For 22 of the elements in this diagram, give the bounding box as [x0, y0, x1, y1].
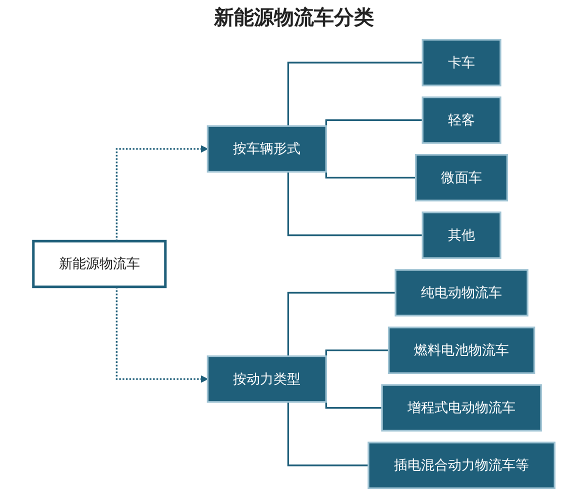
connector [287, 402, 368, 466]
node-box: 卡车 [422, 38, 502, 86]
node-box: 轻客 [422, 96, 502, 144]
connector [325, 170, 416, 179]
node-box: 按动力类型 [206, 355, 327, 403]
node-box: 新能源物流车 [32, 240, 167, 288]
diagram-title: 新能源物流车分类 [212, 4, 375, 31]
arrow [116, 286, 208, 383]
arrow [116, 145, 208, 242]
connector [287, 172, 423, 236]
node-box: 按车辆形式 [206, 125, 327, 173]
connector [287, 62, 423, 126]
node-box: 增程式电动物流车 [381, 384, 542, 432]
node-box: 插电混合动力物流车等 [368, 442, 556, 490]
node-box: 纯电动物流车 [394, 269, 528, 316]
node-box: 燃料电池物流车 [388, 326, 536, 374]
node-box: 其他 [422, 212, 502, 259]
connector [287, 292, 396, 356]
connector [325, 119, 423, 128]
connector [325, 400, 382, 409]
connector [325, 349, 389, 358]
node-box: 微面车 [415, 154, 508, 202]
